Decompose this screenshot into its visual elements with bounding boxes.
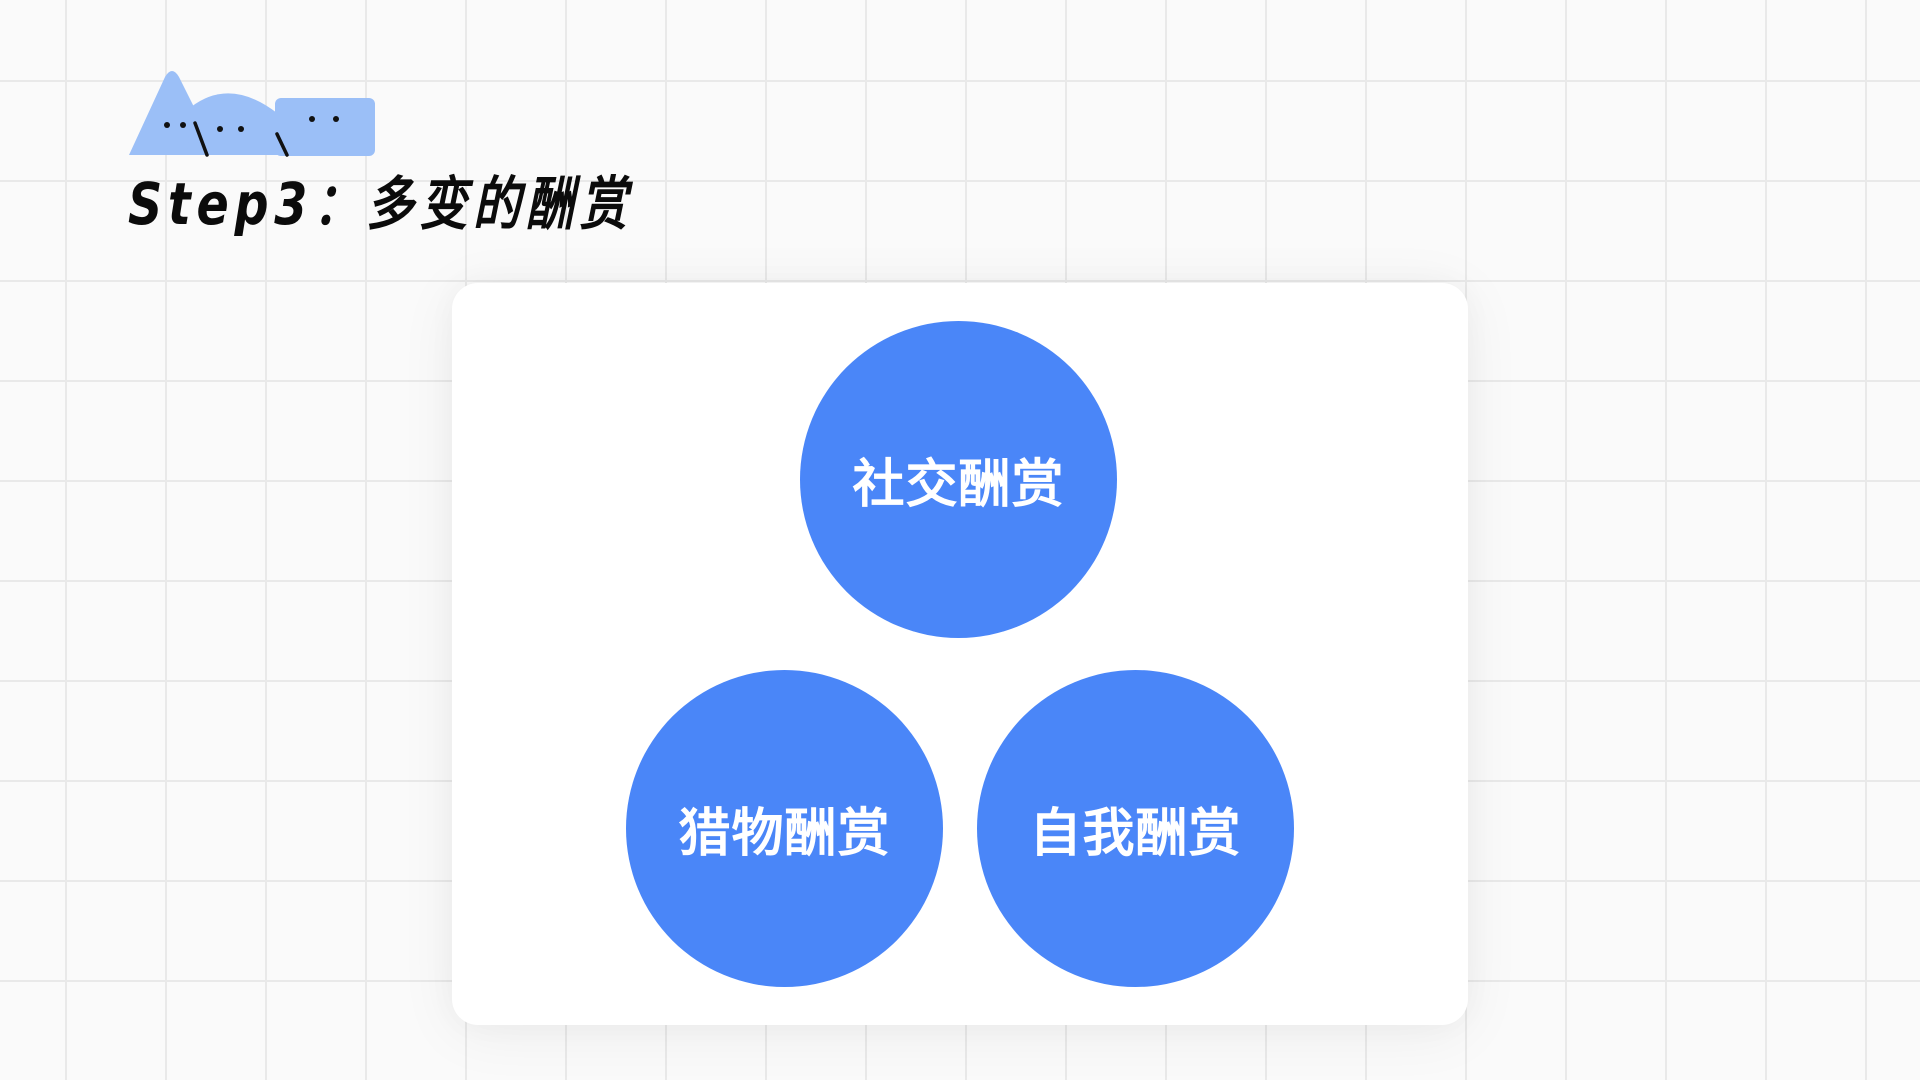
- node-label: 猎物酬赏: [678, 804, 891, 864]
- node-self-reward: 自我酬赏: [977, 670, 1294, 987]
- node-label: 社交酬赏: [852, 455, 1065, 515]
- page-title: Step3：多变的酬赏: [128, 170, 633, 238]
- mascot-icon: [129, 71, 375, 157]
- node-social-reward: 社交酬赏: [800, 321, 1117, 638]
- node-label: 自我酬赏: [1029, 804, 1242, 864]
- node-hunt-reward: 猎物酬赏: [626, 670, 943, 987]
